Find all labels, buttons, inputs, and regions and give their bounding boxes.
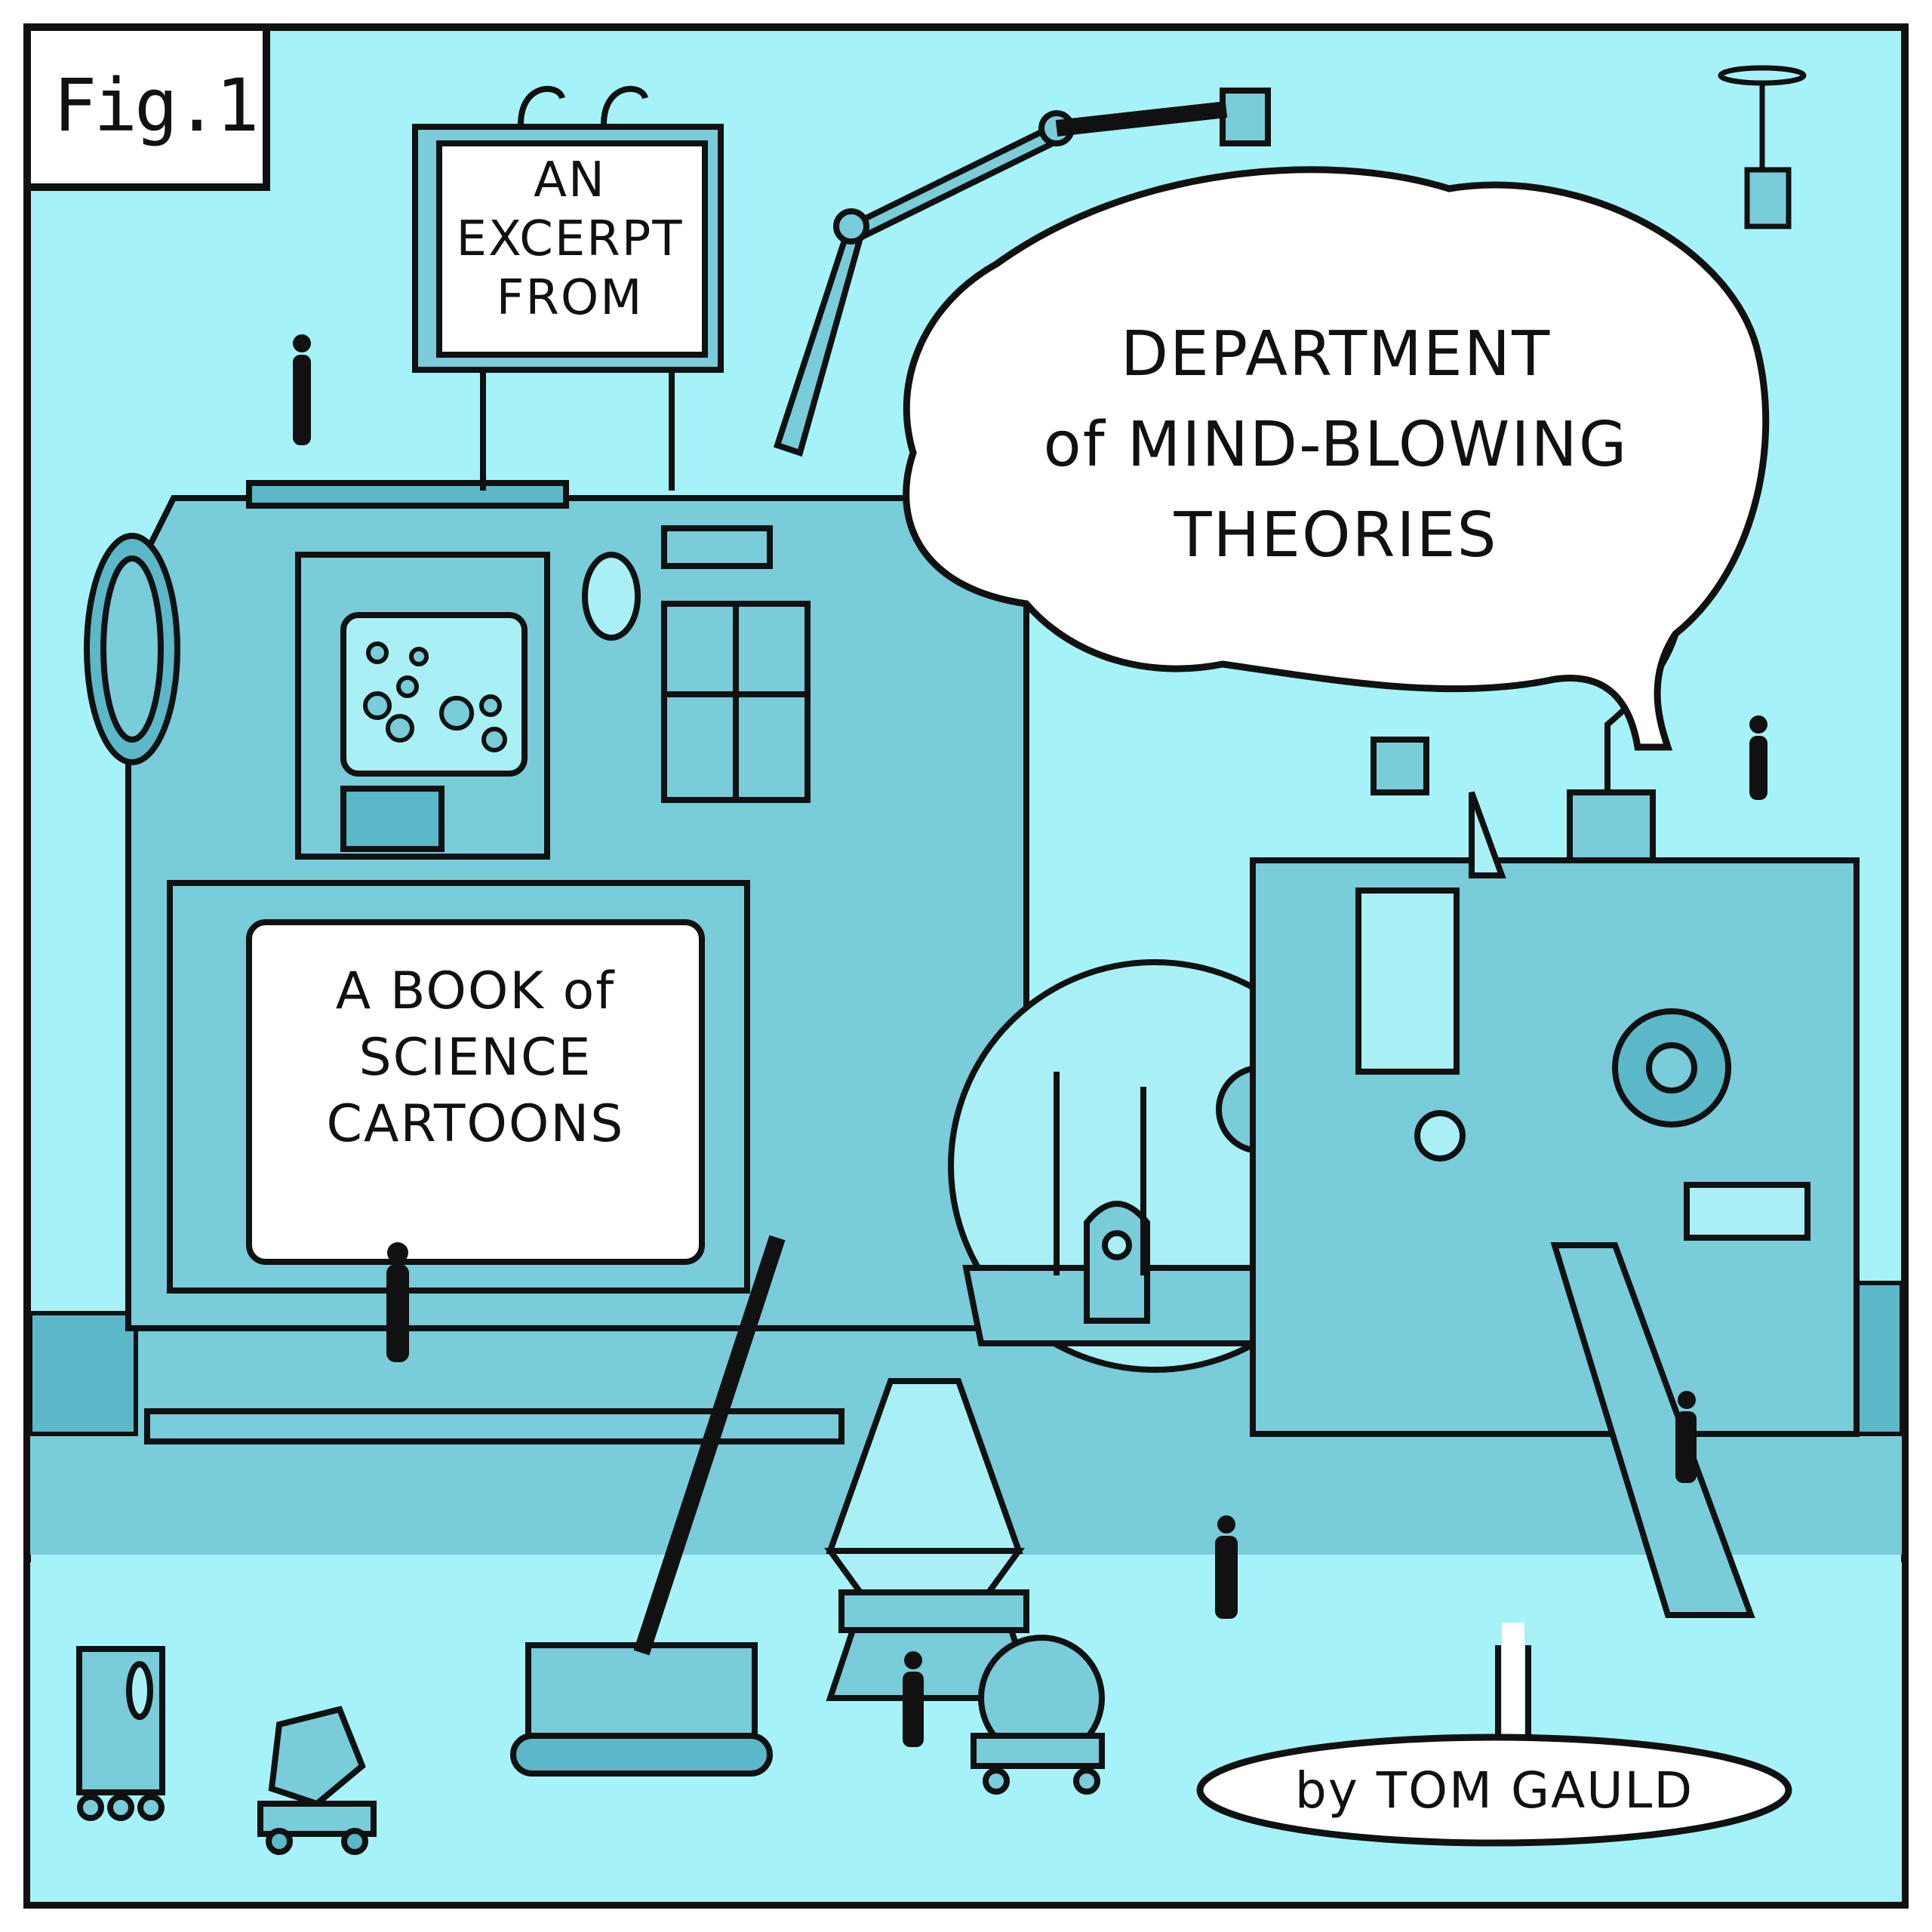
sign-line: AN <box>534 152 606 208</box>
robot <box>76 1646 165 1821</box>
drum-cart <box>971 1635 1105 1795</box>
fig-label-box <box>23 23 270 191</box>
sign-text: AN EXCERPT FROM <box>430 151 709 328</box>
sign-line: FROM <box>496 270 644 326</box>
thought-bubble-text: DEPARTMENT of MIND-BLOWING THEORIES <box>958 309 1713 581</box>
screen-frame <box>167 880 750 1294</box>
sign-line: EXCERPT <box>456 211 684 267</box>
bubble-line: of MIND-BLOWING <box>1043 409 1629 481</box>
excavator <box>510 1235 786 1777</box>
byline-text: by TOM GAULD <box>1294 1761 1694 1820</box>
bubble-line: THEORIES <box>1174 500 1498 571</box>
screen-text: A BOOK of SCIENCE CARTOONS <box>257 958 694 1158</box>
crane-arm <box>773 88 1271 457</box>
byline-oval <box>1196 1623 1792 1847</box>
flying-drone <box>1718 65 1807 229</box>
figure-label: Fig.1 <box>53 63 260 148</box>
gem-structure <box>824 1378 1038 1701</box>
screen-line: A BOOK of <box>335 961 616 1021</box>
thought-bubble-shape <box>903 166 1770 751</box>
figures <box>293 334 1767 1747</box>
rock-cart <box>257 1706 377 1855</box>
screen-line: CARTOONS <box>326 1094 625 1154</box>
bubble-line: DEPARTMENT <box>1120 318 1552 390</box>
top-sign <box>412 85 724 491</box>
screen-line: SCIENCE <box>358 1028 592 1088</box>
right-tower <box>1250 737 1860 1618</box>
